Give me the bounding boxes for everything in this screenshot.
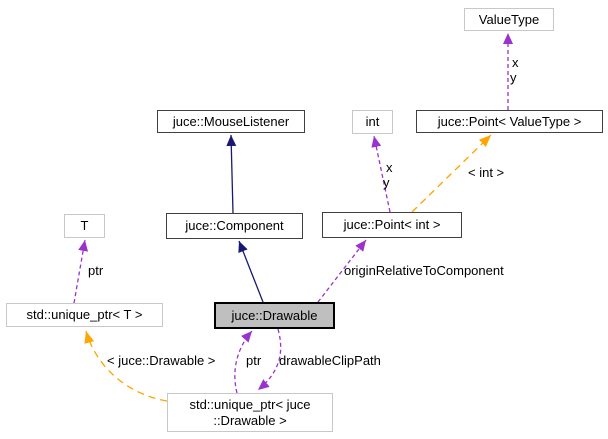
edge-label-int-y: y xyxy=(383,175,390,190)
node-t: T xyxy=(64,214,105,238)
node-std-unique-ptr-juce-drawable-line2: ::Drawable > xyxy=(213,412,287,428)
node-juce-drawable: juce::Drawable xyxy=(214,302,335,329)
edge-label-valuetype-x: x xyxy=(512,55,519,70)
node-juce-component[interactable]: juce::Component xyxy=(166,213,303,239)
node-t-label: T xyxy=(80,218,89,234)
node-int: int xyxy=(352,110,393,134)
node-juce-mouselistener[interactable]: juce::MouseListener xyxy=(157,110,305,133)
edge-pointint-to-int xyxy=(371,135,391,213)
node-juce-mouselistener-label: juce::MouseListener xyxy=(172,113,290,129)
edge-drawable-to-component xyxy=(238,240,264,303)
edge-label-int-x: x xyxy=(386,160,393,175)
edge-drawable-to-uniqueptrdrawable-clippath xyxy=(257,328,282,391)
node-juce-point-int-label: juce::Point< int > xyxy=(343,217,441,233)
node-std-unique-ptr-t: std::unique_ptr< T > xyxy=(6,303,163,327)
edge-drawable-to-pointint xyxy=(317,239,367,303)
edge-pointint-to-pointvaluetype xyxy=(411,134,492,213)
node-juce-point-valuetype[interactable]: juce::Point< ValueType > xyxy=(416,110,603,133)
node-std-unique-ptr-juce-drawable: std::unique_ptr< juce ::Drawable > xyxy=(167,393,333,432)
edge-label-ptr-t: ptr xyxy=(88,263,104,278)
node-valuetype: ValueType xyxy=(464,8,554,31)
edge-label-origin-relative-to-component: originRelativeToComponent xyxy=(344,263,504,278)
node-juce-drawable-label: juce::Drawable xyxy=(231,307,318,323)
edge-uniqueptrdrawable-to-uniqueptrt xyxy=(84,330,168,402)
edge-component-to-mouselistener xyxy=(226,134,237,214)
node-int-label: int xyxy=(365,114,380,130)
edge-label-template-int: < int > xyxy=(468,165,505,180)
node-std-unique-ptr-juce-drawable-label: std::unique_ptr< juce ::Drawable > xyxy=(189,397,310,428)
edge-label-valuetype-y: y xyxy=(510,70,517,85)
edge-label-drawable-clip-path: drawableClipPath xyxy=(279,353,381,368)
node-std-unique-ptr-juce-drawable-line1: std::unique_ptr< juce xyxy=(189,396,311,412)
node-juce-component-label: juce::Component xyxy=(185,218,284,234)
node-valuetype-label: ValueType xyxy=(478,11,540,27)
node-juce-point-valuetype-label: juce::Point< ValueType > xyxy=(437,113,582,129)
edge-uniqueptrt-to-t xyxy=(73,239,89,304)
edge-label-ptr-drawable: ptr xyxy=(246,353,262,368)
node-std-unique-ptr-t-label: std::unique_ptr< T > xyxy=(26,307,143,323)
edge-label-template-juce-drawable: < juce::Drawable > xyxy=(107,353,216,368)
node-juce-point-int[interactable]: juce::Point< int > xyxy=(322,212,462,238)
